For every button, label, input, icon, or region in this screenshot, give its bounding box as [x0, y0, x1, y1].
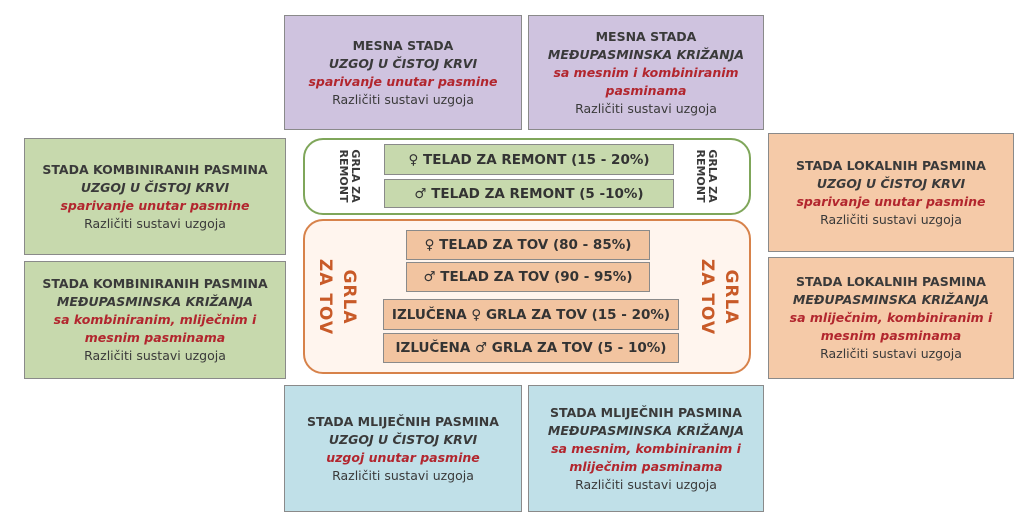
- box-meat-herds-crossbreeding: MESNA STADA MEĐUPASMINSKA KRIŽANJA sa me…: [528, 15, 764, 130]
- fattening-label-line2: ZA TOV: [315, 258, 335, 336]
- box-systems-note: Različiti sustavi uzgoja: [332, 467, 474, 483]
- box-title: STADA LOKALNIH PASMINA: [796, 274, 986, 289]
- box-mating-note: sparivanje unutar pasmine: [308, 73, 498, 89]
- box-breeding-type: UZGOJ U ČISTOJ KRVI: [328, 431, 478, 447]
- box-mating-note-cont: pasminama: [605, 82, 687, 98]
- box-local-herds-purebred: STADA LOKALNIH PASMINA UZGOJ U ČISTOJ KR…: [768, 133, 1014, 252]
- box-title: STADA MLIJEČNIH PASMINA: [307, 413, 499, 429]
- culled-male-fattening: IZLUČENA ♂ GRLA ZA TOV (5 - 10%): [383, 333, 679, 363]
- box-mating-note: sa kombiniranim, mliječnim i: [53, 312, 257, 327]
- box-breeding-type: MEĐUPASMINSKA KRIŽANJA: [56, 294, 254, 309]
- male-replacement-calves: ♂ TELAD ZA REMONT (5 -10%): [384, 179, 674, 208]
- culled-female-fattening: IZLUČENA ♀ GRLA ZA TOV (15 - 20%): [383, 299, 679, 330]
- fattening-label-left: GRLA ZA TOV: [311, 242, 363, 352]
- box-breeding-type: MEĐUPASMINSKA KRIŽANJA: [792, 292, 990, 307]
- box-breeding-type: MEĐUPASMINSKA KRIŽANJA: [547, 422, 745, 438]
- box-mating-note: uzgoj unutar pasmine: [326, 449, 480, 465]
- replacement-label-line1: GRLA ZA: [349, 149, 362, 203]
- box-title: STADA MLIJEČNIH PASMINA: [550, 404, 742, 420]
- replacement-label-left: GRLA ZA REMONT: [331, 145, 367, 207]
- box-mating-note: sa mliječnim, kombiniranim i: [789, 310, 993, 325]
- box-systems-note: Različiti sustavi uzgoja: [84, 215, 226, 231]
- box-mating-note-cont: mliječnim pasminama: [569, 458, 723, 474]
- box-dairy-herds-crossbreeding: STADA MLIJEČNIH PASMINA MEĐUPASMINSKA KR…: [528, 385, 764, 512]
- male-fattening-calves: ♂ TELAD ZA TOV (90 - 95%): [406, 262, 650, 292]
- box-systems-note: Različiti sustavi uzgoja: [820, 346, 962, 361]
- box-title: STADA KOMBINIRANIH PASMINA: [42, 276, 268, 291]
- box-systems-note: Različiti sustavi uzgoja: [820, 211, 962, 227]
- box-systems-note: Različiti sustavi uzgoja: [575, 100, 717, 116]
- box-title: MESNA STADA: [352, 37, 454, 53]
- box-breeding-type: UZGOJ U ČISTOJ KRVI: [80, 179, 230, 195]
- box-title: STADA KOMBINIRANIH PASMINA: [42, 161, 268, 177]
- box-mating-note-cont: mesnim pasminama: [84, 330, 226, 345]
- box-mating-note: sa mesnim, kombiniranim i: [551, 440, 741, 456]
- replacement-label-line1: GRLA ZA: [706, 149, 719, 203]
- female-replacement-calves: ♀ TELAD ZA REMONT (15 - 20%): [384, 144, 674, 175]
- box-breeding-type: UZGOJ U ČISTOJ KRVI: [816, 175, 966, 191]
- box-local-herds-crossbreeding: STADA LOKALNIH PASMINA MEĐUPASMINSKA KRI…: [768, 257, 1014, 379]
- box-dairy-herds-purebred: STADA MLIJEČNIH PASMINA UZGOJ U ČISTOJ K…: [284, 385, 522, 512]
- fattening-label-line1: GRLA: [721, 269, 741, 325]
- box-systems-note: Različiti sustavi uzgoja: [84, 348, 226, 363]
- fattening-label-line2: ZA TOV: [697, 258, 717, 336]
- female-fattening-calves: ♀ TELAD ZA TOV (80 - 85%): [406, 230, 650, 260]
- box-meat-herds-purebred: MESNA STADA UZGOJ U ČISTOJ KRVI sparivan…: [284, 15, 522, 130]
- fattening-label-right: GRLA ZA TOV: [693, 242, 745, 352]
- box-title: MESNA STADA: [595, 28, 697, 44]
- box-systems-note: Različiti sustavi uzgoja: [332, 91, 474, 107]
- box-mating-note: sparivanje unutar pasmine: [60, 197, 250, 213]
- box-breeding-type: UZGOJ U ČISTOJ KRVI: [328, 55, 478, 71]
- box-combined-herds-crossbreeding: STADA KOMBINIRANIH PASMINA MEĐUPASMINSKA…: [24, 261, 286, 379]
- box-systems-note: Različiti sustavi uzgoja: [575, 476, 717, 492]
- replacement-label-line2: REMONT: [694, 149, 707, 203]
- replacement-label-right: GRLA ZA REMONT: [688, 145, 724, 207]
- box-breeding-type: MEĐUPASMINSKA KRIŽANJA: [547, 46, 745, 62]
- box-title: STADA LOKALNIH PASMINA: [796, 157, 986, 173]
- box-mating-note-cont: mesnim pasminama: [820, 328, 962, 343]
- replacement-label-line2: REMONT: [337, 149, 350, 203]
- box-mating-note: sparivanje unutar pasmine: [796, 193, 986, 209]
- fattening-label-line1: GRLA: [339, 269, 359, 325]
- box-mating-note: sa mesnim i kombiniranim: [553, 64, 739, 80]
- box-combined-herds-purebred: STADA KOMBINIRANIH PASMINA UZGOJ U ČISTO…: [24, 138, 286, 255]
